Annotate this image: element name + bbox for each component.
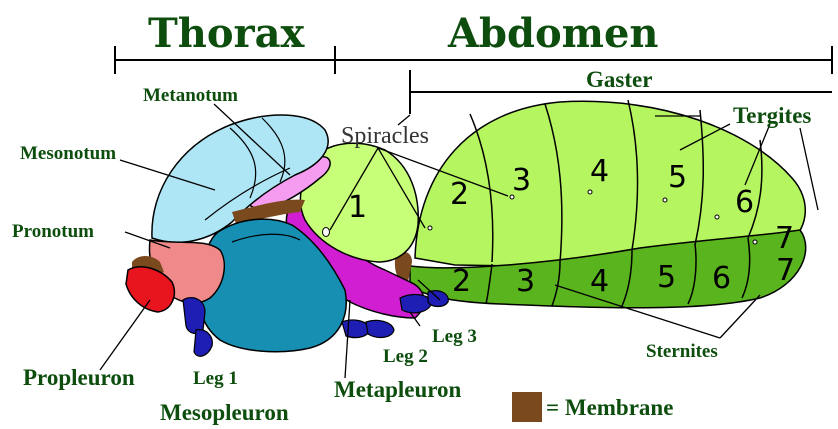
metapleuron-label: Metapleuron [334, 378, 461, 401]
leg-2-label: Leg 2 [383, 347, 428, 366]
leg-2-shape [342, 320, 394, 338]
mesopleuron-label: Mesopleuron [160, 401, 289, 424]
mesonotum-label: Mesonotum [20, 144, 116, 163]
sternites-label: Sternites [646, 342, 718, 361]
sternite-number: 5 [657, 263, 676, 293]
sternite-number: 7 [776, 256, 795, 286]
sternite-number: 3 [516, 267, 535, 297]
sternite-number: 4 [590, 267, 609, 297]
tergite-number: 4 [590, 157, 609, 187]
tergite-number: 3 [512, 166, 531, 196]
propleuron-label: Propleuron [23, 366, 135, 389]
membrane-legend-label: = Membrane [546, 396, 673, 419]
thorax-header: Thorax [148, 14, 304, 54]
leg-3-label: Leg 3 [432, 327, 477, 346]
tergite-number: 5 [668, 163, 687, 193]
gaster-header: Gaster [586, 68, 652, 91]
abdomen-header: Abdomen [448, 14, 659, 54]
tergites-label: Tergites [733, 104, 811, 127]
leg-1-label: Leg 1 [193, 369, 238, 388]
spiracles-label: Spiracles [341, 124, 429, 148]
pronotum-label: Pronotum [12, 222, 94, 241]
sternite-number: 2 [452, 267, 471, 297]
tergite-number: 1 [348, 193, 367, 223]
tergite-number: 6 [735, 188, 754, 218]
tergite-number: 7 [775, 224, 794, 254]
tergite-number: 2 [450, 180, 469, 210]
membrane-swatch [512, 392, 542, 422]
sternite-number: 6 [712, 264, 731, 294]
metanotum-label: Metanotum [143, 86, 238, 105]
